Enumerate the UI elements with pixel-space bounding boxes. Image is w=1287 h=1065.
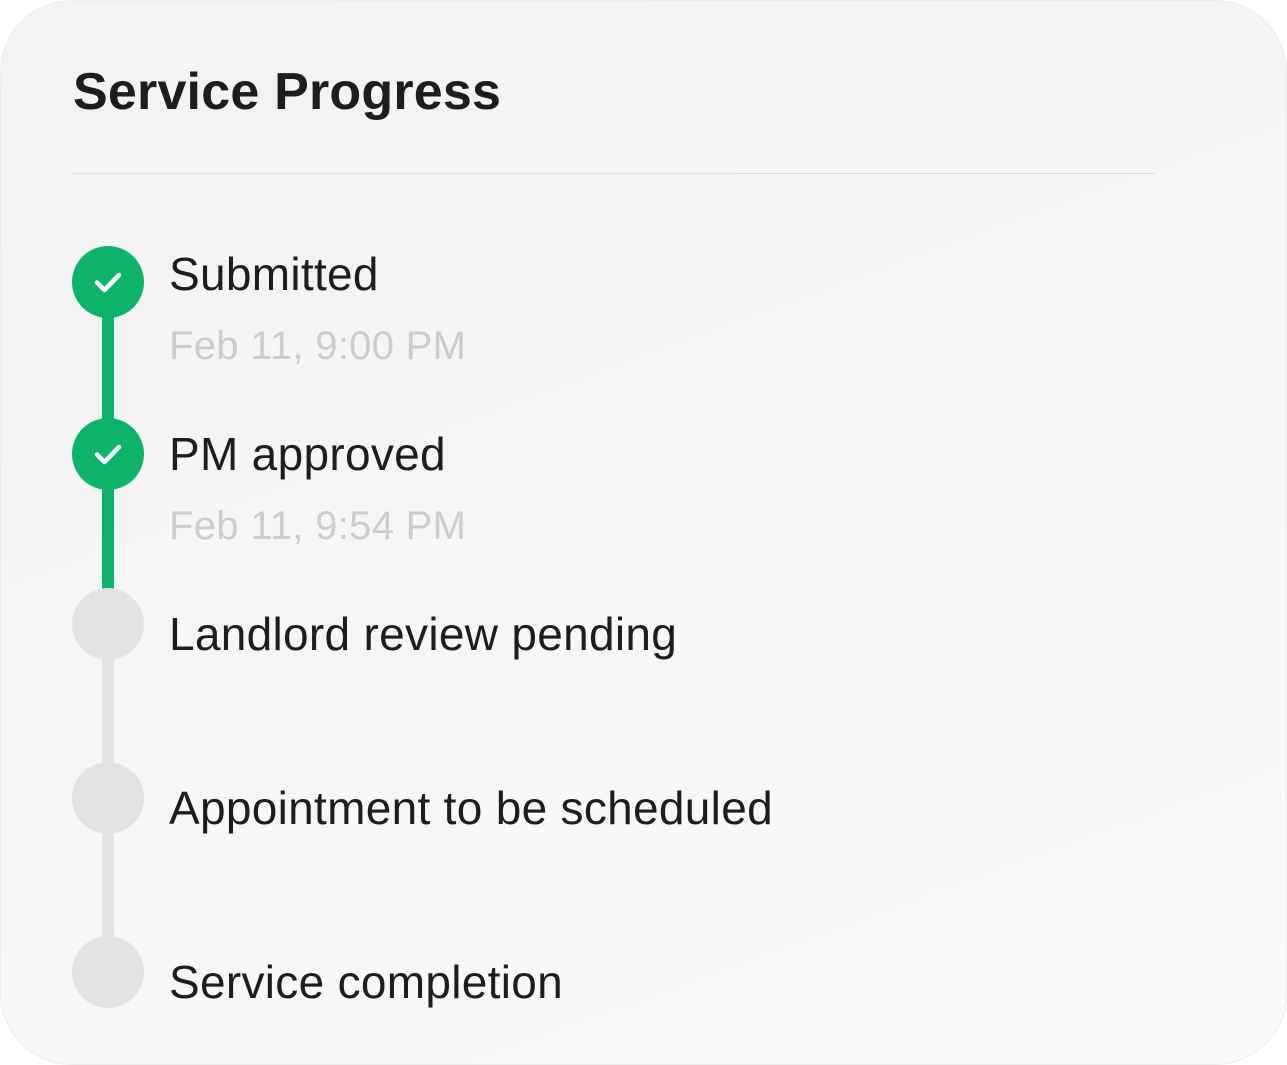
step-pending-marker — [72, 762, 144, 834]
step-label: Appointment to be scheduled — [169, 782, 773, 834]
timeline-connector-pending — [102, 798, 114, 972]
step-label: Submitted — [169, 248, 379, 300]
card-title: Service Progress — [73, 63, 502, 121]
step-timestamp: Feb 11, 9:54 PM — [169, 504, 467, 548]
check-icon — [94, 272, 122, 293]
check-icon — [94, 444, 122, 465]
title-divider — [72, 173, 1155, 174]
step-pending-marker — [72, 588, 144, 660]
step-label: PM approved — [169, 428, 446, 480]
step-label: Service completion — [169, 956, 564, 1008]
step-label: Landlord review pending — [169, 608, 678, 660]
step-pending-marker — [72, 936, 144, 1008]
step-complete-marker — [72, 246, 144, 318]
timeline-connector-pending — [102, 624, 114, 798]
step-complete-marker — [72, 418, 144, 490]
timeline-connector-complete — [102, 454, 114, 624]
timeline-connector-complete — [102, 282, 114, 454]
step-timestamp: Feb 11, 9:00 PM — [169, 324, 467, 368]
